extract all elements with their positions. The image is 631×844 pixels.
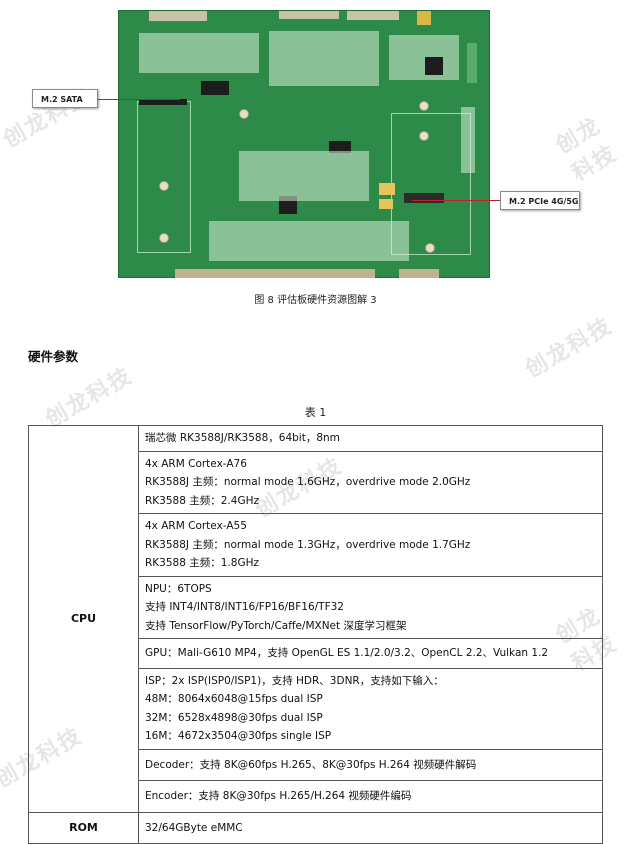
cpu-spec-cell: ISP：2x ISP(ISP0/ISP1)，支持 HDR、3DNR，支持如下输入… <box>138 667 603 750</box>
table-row: ROM 32/64GByte eMMC <box>28 811 603 844</box>
spec-line: 支持 INT4/INT8/INT16/FP16/BF16/TF32 <box>145 601 344 613</box>
spec-line: RK3588 主频：2.4GHz <box>145 494 259 507</box>
table-row: CPU 瑞芯微 RK3588J/RK3588，64bit，8nm <box>28 425 603 813</box>
spec-line: RK3588 主频：1.8GHz <box>145 557 259 569</box>
m2-sata-leader-line <box>98 99 180 100</box>
spec-line: Decoder：支持 8K@60fps H.265、8K@30fps H.264… <box>145 758 477 771</box>
watermark: 创龙科技 <box>41 363 138 433</box>
spec-table: CPU 瑞芯微 RK3588J/RK3588，64bit，8nm 4x ARM … <box>28 425 603 844</box>
cpu-spec-cell: NPU：6TOPS 支持 INT4/INT8/INT16/FP16/BF16/T… <box>138 575 603 639</box>
spec-line: 16M：4672x3504@30fps single ISP <box>145 730 332 742</box>
spec-line: 4x ARM Cortex-A76 <box>145 457 247 470</box>
spec-line: 支持 TensorFlow/PyTorch/Caffe/MXNet 深度学习框架 <box>145 619 407 632</box>
cpu-spec-cell: Encoder：支持 8K@30fps H.265/H.264 视频硬件编码 <box>138 780 603 813</box>
table-row: 4x ARM Cortex-A76 RK3588J 主频：normal mode… <box>29 450 603 514</box>
watermark: 创龙科技 <box>551 113 622 187</box>
m2-sata-callout: M.2 SATA <box>32 89 98 108</box>
table-row: 4x ARM Cortex-A55 RK3588J 主频：normal mode… <box>29 513 603 577</box>
spec-line: 瑞芯微 RK3588J/RK3588，64bit，8nm <box>145 432 340 444</box>
table-row: NPU：6TOPS 支持 INT4/INT8/INT16/FP16/BF16/T… <box>29 575 603 639</box>
cpu-spec-cell: 瑞芯微 RK3588J/RK3588，64bit，8nm <box>138 425 603 452</box>
table-row: Decoder：支持 8K@60fps H.265、8K@30fps H.264… <box>29 748 603 781</box>
table-caption: 表 1 <box>304 406 327 419</box>
board-photo <box>118 10 490 278</box>
spec-line: ISP：2x ISP(ISP0/ISP1)，支持 HDR、3DNR，支持如下输入… <box>145 674 444 687</box>
spec-line: RK3588J 主频：normal mode 1.3GHz，overdrive … <box>145 538 471 551</box>
rom-spec-cell: 32/64GByte eMMC <box>138 811 603 844</box>
m2-sata-slot <box>137 101 191 253</box>
watermark: 创龙科技 <box>521 313 618 383</box>
spec-line: 4x ARM Cortex-A55 <box>145 520 247 532</box>
cpu-spec-cell: Decoder：支持 8K@60fps H.265、8K@30fps H.264… <box>138 748 603 781</box>
cpu-spec-cell: GPU：Mali-G610 MP4，支持 OpenGL ES 1.1/2.0/3… <box>138 638 603 669</box>
spec-line: 32M：6528x4898@30fps dual ISP <box>145 711 323 724</box>
figure-caption: 图 8 评估板硬件资源图解 3 <box>254 295 377 306</box>
spec-line: 32/64GByte eMMC <box>145 821 243 834</box>
cpu-label-cell: CPU <box>28 425 139 813</box>
spec-line: 48M：8064x6048@15fps dual ISP <box>145 693 323 705</box>
rom-label-cell: ROM <box>28 811 139 844</box>
cpu-spec-cell: 4x ARM Cortex-A76 RK3588J 主频：normal mode… <box>138 450 603 514</box>
spec-line: GPU：Mali-G610 MP4，支持 OpenGL ES 1.1/2.0/3… <box>145 647 549 659</box>
table-row: ISP：2x ISP(ISP0/ISP1)，支持 HDR、3DNR，支持如下输入… <box>29 667 603 750</box>
section-heading: 硬件参数 <box>28 349 79 364</box>
table-row: Encoder：支持 8K@30fps H.265/H.264 视频硬件编码 <box>29 780 603 813</box>
cpu-spec-cell: 4x ARM Cortex-A55 RK3588J 主频：normal mode… <box>138 513 603 577</box>
m2-pcie-leader-line <box>412 200 500 201</box>
spec-line: Encoder：支持 8K@30fps H.265/H.264 视频硬件编码 <box>145 790 412 802</box>
m2-pcie-callout: M.2 PCIe 4G/5G <box>500 191 580 210</box>
spec-line: NPU：6TOPS <box>145 582 212 595</box>
spec-line: RK3588J 主频：normal mode 1.6GHz，overdrive … <box>145 476 471 488</box>
